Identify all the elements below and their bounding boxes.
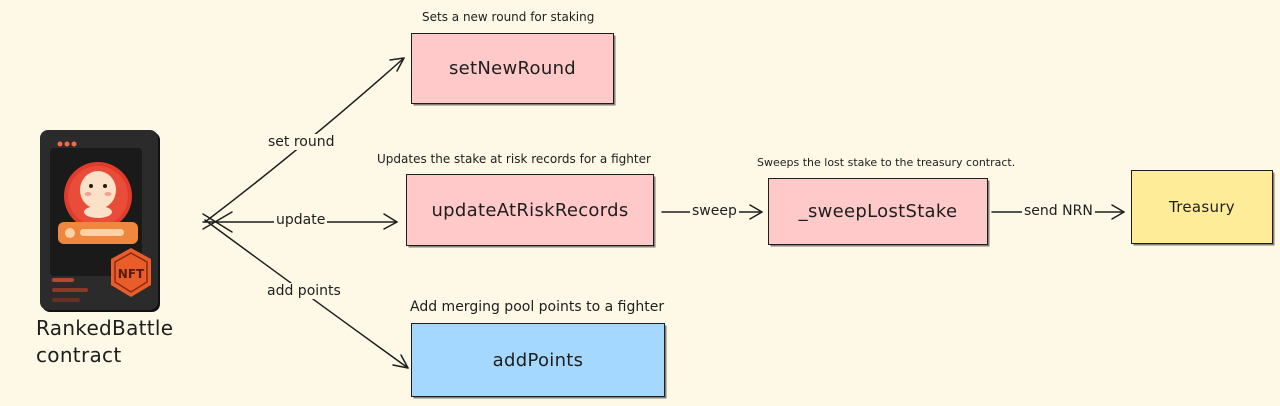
edge-label-update: update: [274, 212, 328, 228]
set-new-round-label: setNewRound: [448, 58, 577, 79]
source-caption: RankedBattle contract: [36, 315, 173, 369]
update-at-risk-records-box[interactable]: updateAtRiskRecords: [406, 174, 654, 246]
note-update-at-risk-records: Updates the stake at risk records for a …: [377, 152, 651, 166]
add-points-box[interactable]: addPoints: [411, 323, 665, 397]
edge-label-set-round: set round: [266, 134, 337, 150]
caption-line-1: RankedBattle: [36, 316, 174, 340]
edge-label-sweep: sweep: [690, 203, 739, 219]
arrowhead-update: [383, 213, 398, 230]
arrowhead-set-round: [389, 57, 405, 72]
arrow-tail-cross: [202, 211, 233, 233]
treasury-label: Treasury: [1169, 198, 1235, 216]
note-set-new-round: Sets a new round for staking: [422, 10, 595, 24]
add-points-label: addPoints: [492, 349, 584, 371]
edge-label-send-nrn: send NRN: [1022, 203, 1095, 219]
set-new-round-box[interactable]: setNewRound: [411, 33, 614, 104]
sweep-lost-stake-box[interactable]: _sweepLostStake: [768, 178, 988, 245]
sweep-lost-stake-label: _sweepLostStake: [798, 201, 958, 222]
arrowhead-send-nrn: [1111, 204, 1125, 220]
nft-badge-text: NFT: [118, 267, 145, 281]
arrowhead-sweep: [749, 204, 763, 220]
update-at-risk-records-label: updateAtRiskRecords: [431, 199, 629, 221]
note-sweep-lost-stake: Sweeps the lost stake to the treasury co…: [757, 156, 1016, 169]
edge-label-add-points: add points: [265, 283, 343, 299]
arrowhead-add-points: [392, 354, 409, 369]
nft-card-icon: NFT: [40, 130, 160, 312]
caption-line-2: contract: [36, 343, 122, 367]
note-add-points: Add merging pool points to a fighter: [410, 299, 665, 315]
treasury-box[interactable]: Treasury: [1131, 170, 1273, 244]
